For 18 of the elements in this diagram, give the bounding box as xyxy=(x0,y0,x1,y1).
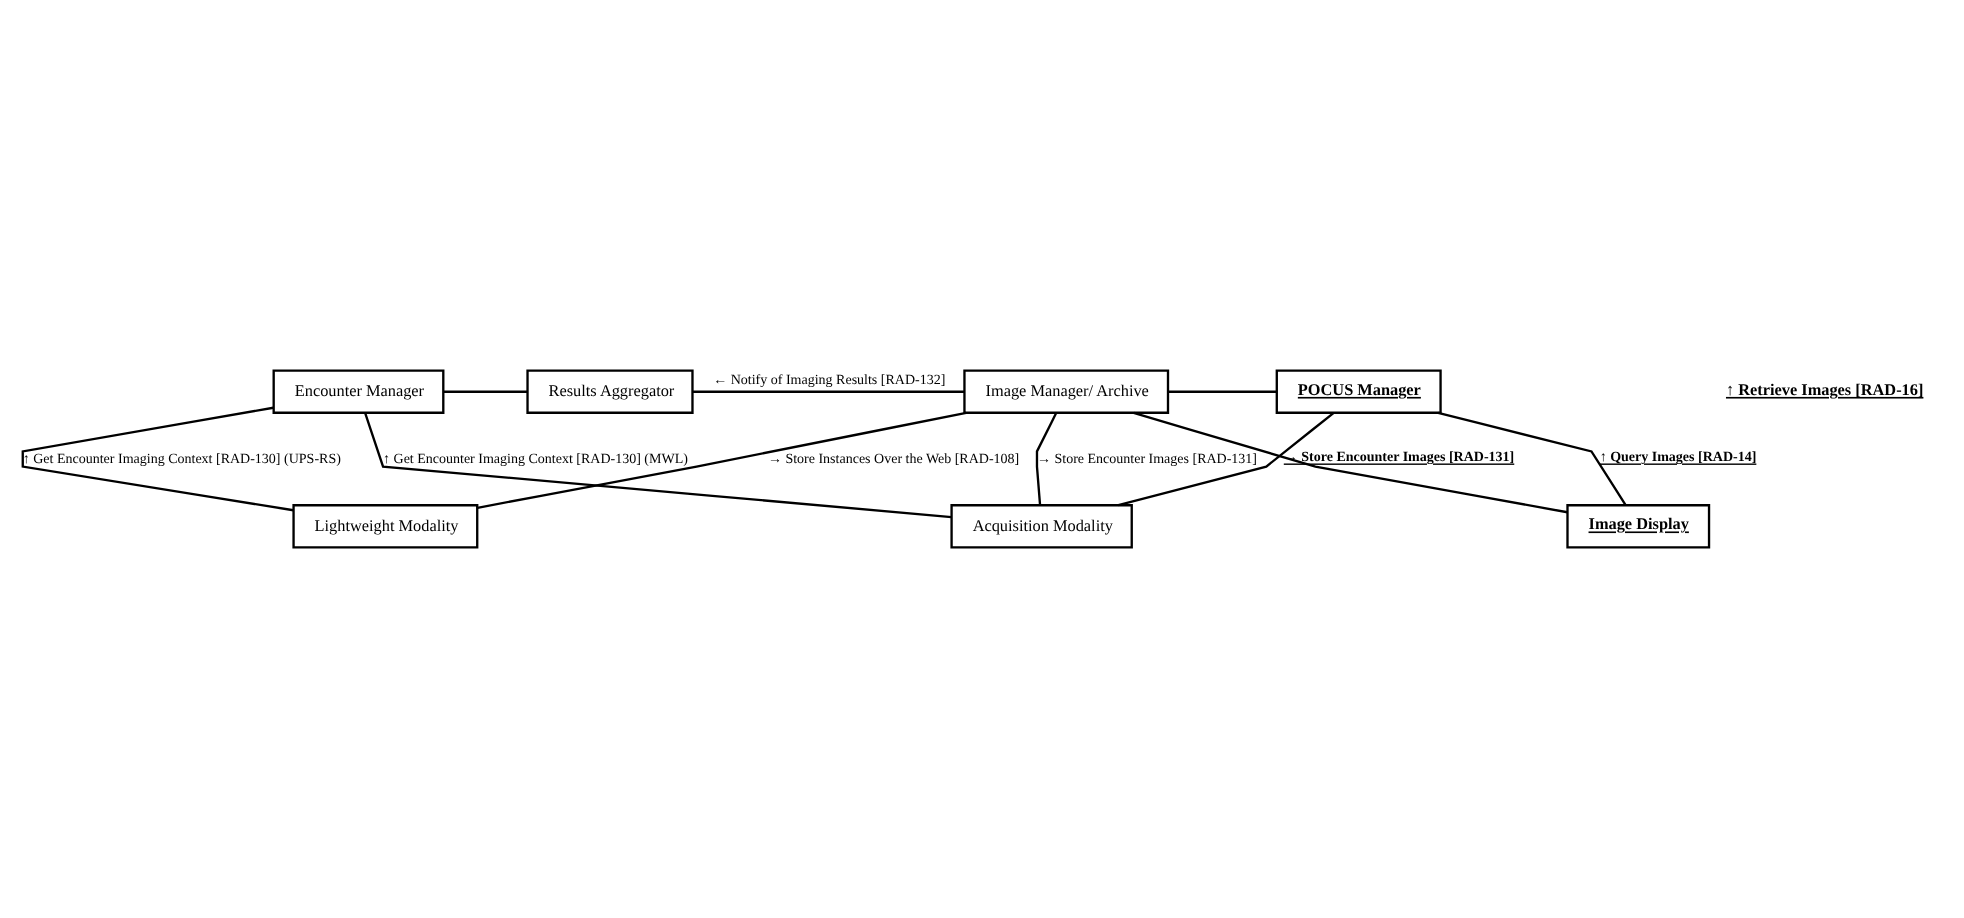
connector xyxy=(1168,390,1277,393)
connector xyxy=(477,411,967,509)
connector xyxy=(443,390,528,393)
node-box: Lightweight Modality xyxy=(292,504,479,549)
node-box: Results Aggregator xyxy=(526,369,694,414)
connector xyxy=(1133,411,1568,514)
node-box: Image Manager/ Archive xyxy=(963,369,1170,414)
node-box: Encounter Manager xyxy=(272,369,445,414)
node-box: Acquisition Modality xyxy=(950,504,1133,549)
label: ↑ Retrieve Images [RAD-16] xyxy=(1726,380,1924,399)
node-box: POCUS Manager xyxy=(1275,369,1442,414)
connector xyxy=(21,406,294,512)
connector xyxy=(364,412,952,519)
connector xyxy=(692,390,965,393)
node-box: Image Display xyxy=(1566,504,1711,549)
connector xyxy=(1035,412,1058,506)
connector xyxy=(1437,411,1627,506)
connector xyxy=(1118,412,1335,507)
